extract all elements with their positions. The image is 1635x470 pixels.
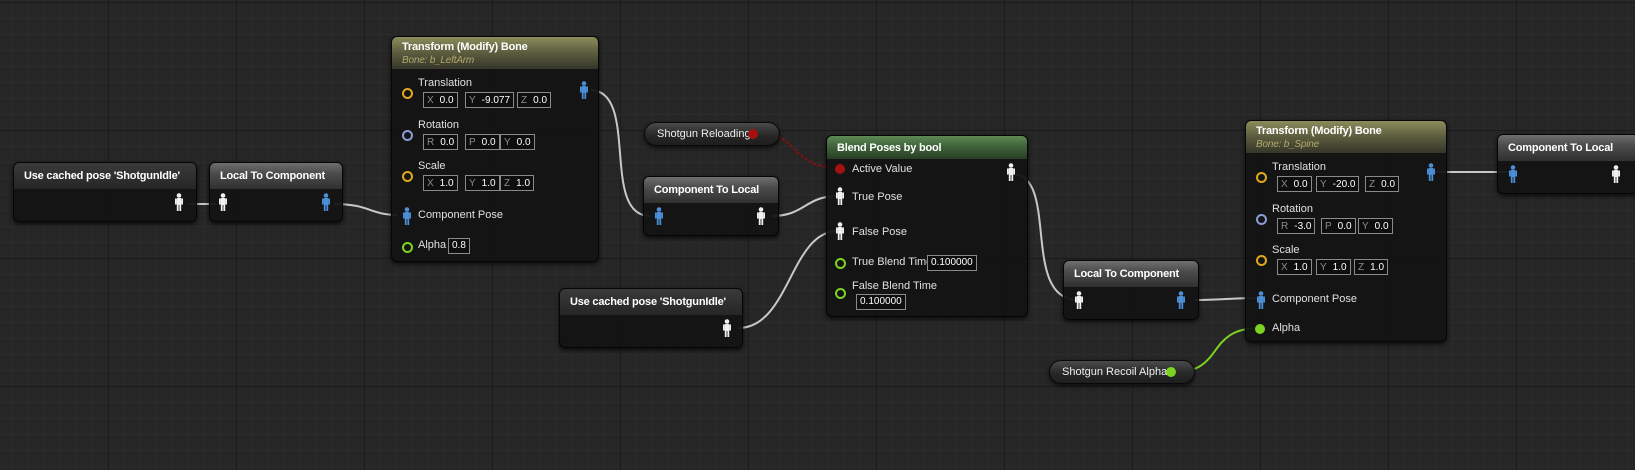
- scale-label: Scale: [1272, 244, 1300, 256]
- node-title: Use cached pose 'ShotgunIdle': [560, 289, 742, 315]
- active-value-label: Active Value: [852, 163, 913, 175]
- false-blend-time-label: False Blend Time: [852, 280, 937, 292]
- bool-output-pin-icon[interactable]: [748, 129, 758, 139]
- pose-output-pin-icon[interactable]: [757, 207, 765, 225]
- translation-label: Translation: [418, 77, 473, 89]
- false-blend-time-pin-icon[interactable]: [835, 288, 846, 299]
- pose-input-pin-icon[interactable]: [1075, 291, 1083, 309]
- variable-label: Shotgun Reloading: [657, 128, 751, 140]
- node-title: Local To Component: [210, 163, 342, 189]
- component-pose-input-pin-icon[interactable]: [1509, 165, 1517, 183]
- component-pose-output-pin-icon[interactable]: [322, 193, 330, 211]
- float-output-pin-icon[interactable]: [1166, 367, 1176, 377]
- true-pose-pin-icon[interactable]: [836, 187, 844, 205]
- translation-y-field[interactable]: Y-20.0: [1316, 176, 1360, 192]
- rotation-pin-icon[interactable]: [1256, 214, 1267, 225]
- rotation-label: Rotation: [418, 119, 459, 131]
- wire-cached2-to-falsepose: [737, 230, 839, 329]
- component-pose-label: Component Pose: [1272, 293, 1357, 305]
- rotation-label: Rotation: [1272, 203, 1313, 215]
- transform-modify-bone-node-1[interactable]: Transform (Modify) Bone Bone: b_LeftArm …: [391, 36, 599, 262]
- translation-y-field[interactable]: Y-9.077: [465, 92, 515, 108]
- translation-label: Translation: [1272, 161, 1327, 173]
- shotgun-recoil-alpha-variable[interactable]: Shotgun Recoil Alpha: [1049, 360, 1195, 384]
- local-to-component-node-1[interactable]: Local To Component: [209, 162, 343, 222]
- component-to-local-node-1[interactable]: Component To Local: [643, 176, 779, 236]
- scale-pin-icon[interactable]: [1256, 255, 1267, 266]
- cached-pose-node-1[interactable]: Use cached pose 'ShotgunIdle': [13, 162, 197, 222]
- component-to-local-node-2[interactable]: Component To Local: [1497, 134, 1635, 194]
- false-pose-pin-icon[interactable]: [836, 222, 844, 240]
- false-blend-time-field[interactable]: 0.100000: [856, 294, 906, 310]
- pose-output-pin-icon[interactable]: [1007, 163, 1015, 181]
- transform-modify-bone-node-2[interactable]: Transform (Modify) Bone Bone: b_Spine Tr…: [1245, 120, 1447, 342]
- node-header: Transform (Modify) Bone Bone: b_Spine: [1246, 121, 1446, 153]
- node-subtitle: Bone: b_LeftArm: [402, 55, 475, 66]
- pose-output-pin-icon[interactable]: [1612, 165, 1620, 183]
- component-pose-output-pin-icon[interactable]: [1177, 291, 1185, 309]
- node-header: Transform (Modify) Bone Bone: b_LeftArm: [392, 37, 598, 69]
- alpha-pin-icon[interactable]: [402, 242, 413, 253]
- alpha-field[interactable]: 0.8: [448, 238, 470, 254]
- active-value-pin-icon[interactable]: [835, 164, 845, 174]
- pose-input-pin-icon[interactable]: [219, 193, 227, 211]
- alpha-pin-icon[interactable]: [1255, 324, 1265, 334]
- scale-label: Scale: [418, 160, 446, 172]
- node-title: Component To Local: [1498, 135, 1635, 161]
- component-pose-output-pin-icon[interactable]: [580, 81, 588, 99]
- component-pose-input-pin-icon[interactable]: [403, 207, 411, 225]
- local-to-component-node-2[interactable]: Local To Component: [1063, 260, 1199, 320]
- true-pose-label: True Pose: [852, 191, 903, 203]
- alpha-label: Alpha: [1272, 322, 1301, 334]
- false-pose-label: False Pose: [852, 226, 908, 238]
- component-pose-output-pin-icon[interactable]: [1427, 163, 1435, 181]
- cached-pose-node-2[interactable]: Use cached pose 'ShotgunIdle': [559, 288, 743, 348]
- translation-pin-icon[interactable]: [1256, 172, 1267, 183]
- shotgun-reloading-variable[interactable]: Shotgun Reloading: [644, 122, 780, 146]
- node-title: Blend Poses by bool: [827, 136, 1027, 159]
- pose-output-pin-icon[interactable]: [723, 319, 731, 337]
- component-pose-label: Component Pose: [418, 209, 503, 221]
- rotation-pin-icon[interactable]: [402, 130, 413, 141]
- scale-pin-icon[interactable]: [402, 171, 413, 182]
- node-title: Component To Local: [644, 177, 778, 203]
- node-subtitle: Bone: b_Spine: [1256, 139, 1320, 150]
- alpha-label: Alpha: [418, 239, 447, 251]
- true-blend-time-field[interactable]: 0.100000: [927, 255, 977, 271]
- translation-pin-icon[interactable]: [402, 88, 413, 99]
- node-title: Use cached pose 'ShotgunIdle': [14, 163, 196, 189]
- blend-poses-by-bool-node[interactable]: Blend Poses by bool Active Value True Po…: [826, 135, 1028, 317]
- node-title: Local To Component: [1064, 261, 1198, 287]
- variable-label: Shotgun Recoil Alpha: [1062, 366, 1168, 378]
- component-pose-input-pin-icon[interactable]: [655, 207, 663, 225]
- wire-tmb1-to-ctl1: [589, 89, 651, 217]
- node-title: Transform (Modify) Bone: [1256, 125, 1382, 137]
- pose-output-pin-icon[interactable]: [175, 193, 183, 211]
- true-blend-time-label: True Blend Time: [852, 256, 933, 268]
- component-pose-input-pin-icon[interactable]: [1257, 291, 1265, 309]
- node-title: Transform (Modify) Bone: [402, 41, 528, 53]
- true-blend-time-pin-icon[interactable]: [835, 258, 846, 269]
- rotation-r-field[interactable]: R-3.0: [1277, 218, 1316, 234]
- wire-ltc1-to-tmb1: [333, 203, 399, 216]
